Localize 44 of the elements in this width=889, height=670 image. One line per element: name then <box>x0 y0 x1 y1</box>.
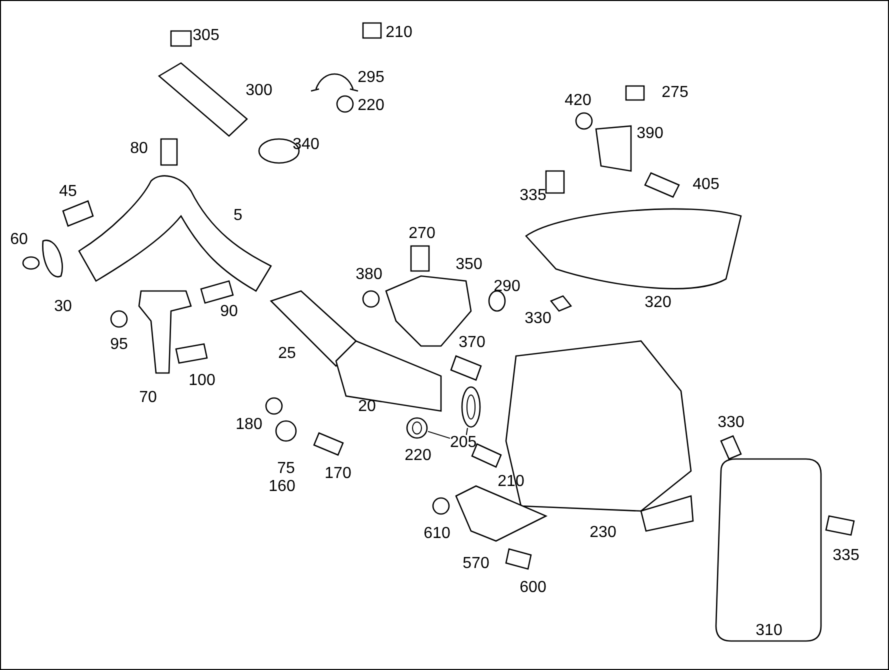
callout-number: 75 <box>277 461 295 477</box>
callout-number: 220 <box>404 448 432 464</box>
callout-number: 390 <box>636 126 664 142</box>
callout-number: 350 <box>456 257 482 273</box>
callout-number: 420 <box>564 93 592 109</box>
callout-number: 20 <box>358 399 376 415</box>
leader-line <box>428 430 450 439</box>
callout-number: 25 <box>278 346 296 362</box>
callout-number: 275 <box>662 85 688 101</box>
callout-number: 570 <box>462 556 490 572</box>
callout-number: 80 <box>130 141 148 157</box>
callout-number: 205 <box>450 435 480 451</box>
callout-number: 230 <box>590 525 616 541</box>
callout-number: 180 <box>236 417 262 433</box>
callout-number: 90 <box>220 304 238 320</box>
callout-number: 60 <box>10 232 28 248</box>
callout-number: 70 <box>139 390 157 406</box>
callout-number: 295 <box>358 70 384 86</box>
callout-number: 335 <box>520 188 546 204</box>
callout-number: 330 <box>524 311 552 327</box>
callout-number: 340 <box>292 137 320 153</box>
callout-number: 600 <box>520 580 546 596</box>
callout-number: 95 <box>110 337 128 353</box>
callout-number: 610 <box>424 526 450 542</box>
callout-number: 30 <box>54 299 72 315</box>
callout-number: 220 <box>358 98 384 114</box>
callout-number: 100 <box>188 373 216 389</box>
callout-number: 5 <box>234 208 242 224</box>
callout-number: 335 <box>832 548 860 564</box>
callout-number: 270 <box>408 226 436 242</box>
callout-number: 330 <box>718 415 744 431</box>
callout-number: 320 <box>644 295 672 311</box>
callout-number: 290 <box>494 279 520 295</box>
callout-number: 405 <box>692 177 720 193</box>
callout-number: 380 <box>356 267 382 283</box>
callout-number: 45 <box>59 184 77 200</box>
callout-number: 310 <box>756 623 782 639</box>
callout-number: 300 <box>246 83 272 99</box>
callout-number: 305 <box>192 28 220 44</box>
callout-number: 370 <box>458 335 486 351</box>
callout-number: 160 <box>268 479 296 495</box>
callout-number: 170 <box>324 466 352 482</box>
callout-number: 210 <box>386 25 412 41</box>
leader-line <box>466 428 468 436</box>
